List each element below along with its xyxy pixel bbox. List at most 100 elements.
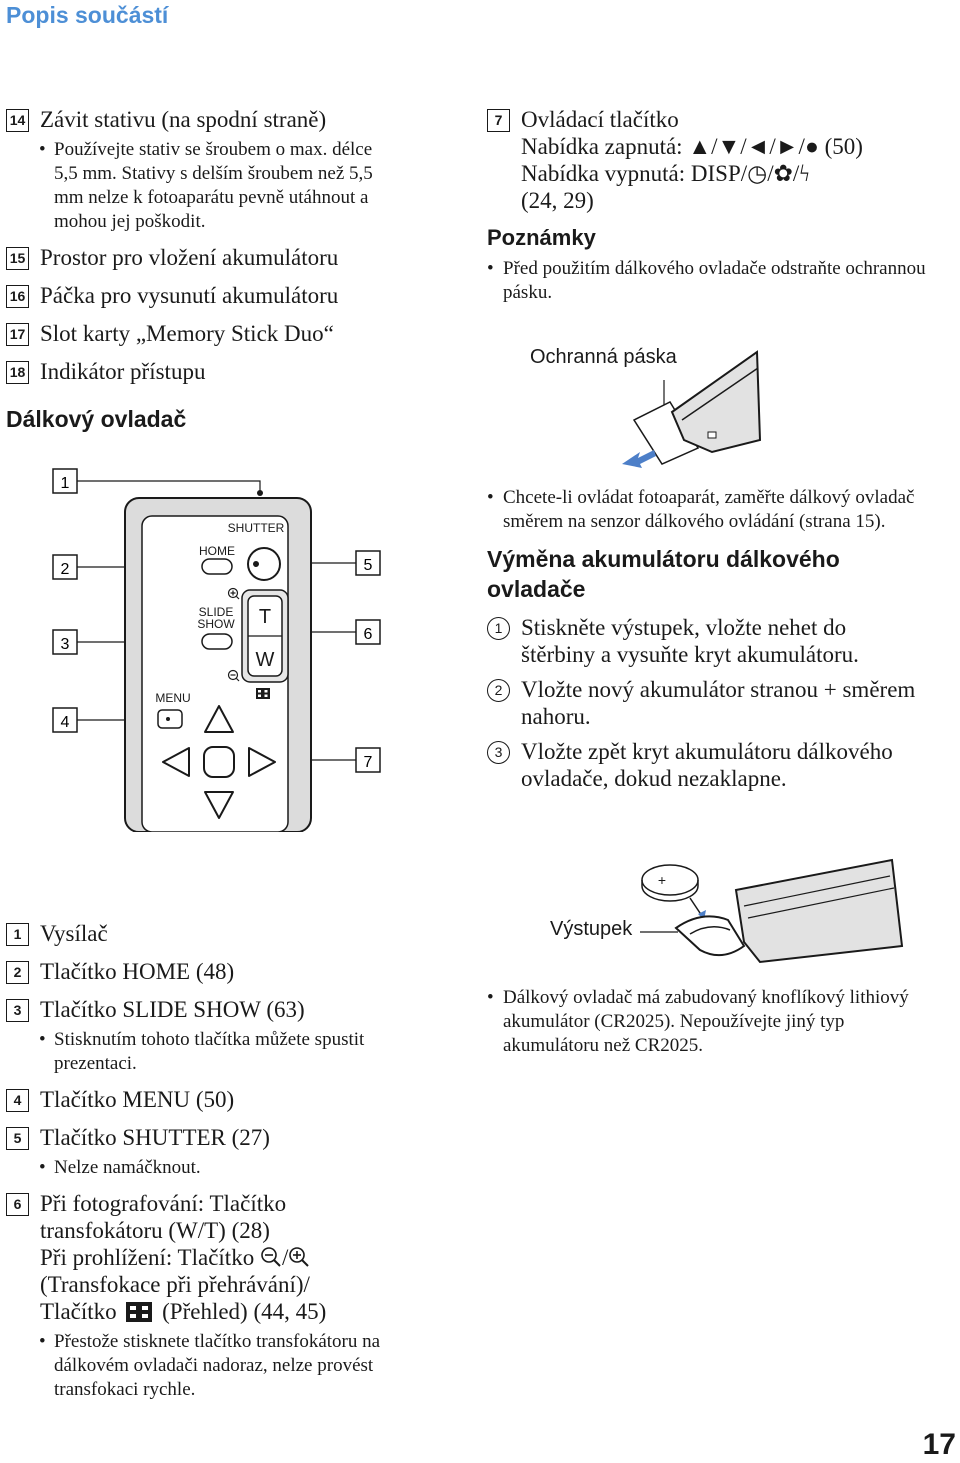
callout-number: 6	[6, 1193, 29, 1216]
tab-label: Výstupek	[550, 918, 633, 940]
home-button[interactable]	[201, 558, 233, 575]
callout-number: 2	[6, 961, 29, 984]
step-text: Stiskněte výstupek, vložte nehet do štěr…	[521, 615, 859, 667]
dpad-center-button[interactable]	[203, 746, 235, 778]
index-icon	[126, 1302, 153, 1322]
index-icon	[256, 688, 270, 699]
remote-parts-list: 1 Vysílač 2 Tlačítko HOME (48) 3 Tlačítk…	[6, 920, 446, 1412]
zoom-out-icon	[227, 669, 240, 682]
part-label: Tlačítko MENU (50)	[40, 1087, 235, 1112]
callout-3: 3	[52, 629, 78, 655]
part-item-17: 17 Slot karty „Memory Stick Duo“	[6, 320, 446, 347]
part-label: Závit stativu (na spodní straně)	[40, 107, 327, 132]
part-item-15: 15 Prostor pro vložení akumulátoru	[6, 244, 446, 271]
camera-parts-list: 14 Závit stativu (na spodní straně) Použ…	[6, 106, 446, 396]
note-remove-tape: Před použitím dálkového ovladače odstraň…	[487, 257, 927, 305]
svg-text:5: 5	[364, 557, 373, 574]
svg-text:W: W	[256, 649, 275, 671]
shutter-button[interactable]	[247, 547, 281, 581]
callout-number: 17	[6, 323, 29, 346]
callout-6: 6	[355, 619, 381, 645]
part-label: Indikátor přístupu	[40, 359, 206, 384]
svg-text:SHUTTER: SHUTTER	[228, 521, 285, 535]
zoom-in-icon	[289, 1247, 310, 1267]
control-button-label: Ovládací tlačítko	[521, 107, 679, 132]
notes-heading: Poznámky	[487, 225, 596, 250]
playback-zoom-desc: (Transfokace při přehrávání)/	[40, 1272, 310, 1297]
callout-5: 5	[355, 550, 381, 576]
callout-number: 1	[6, 923, 29, 946]
svg-text:SHOW: SHOW	[197, 617, 235, 631]
svg-text:MENU: MENU	[155, 691, 190, 705]
shutter-note: Nelze namáčknout.	[6, 1156, 446, 1180]
callout-number: 15	[6, 247, 29, 270]
part-item-18: 18 Indikátor přístupu	[6, 358, 446, 385]
note-aim-remote: Chcete-li ovládat fotoaparát, zaměřte dá…	[487, 486, 927, 534]
battery-heading-line2: ovladače	[487, 576, 586, 602]
page-title: Popis součástí	[6, 2, 169, 28]
battery-heading: Výměna akumulátoru dálkového ovladače	[487, 544, 927, 604]
remote-item-3: 3 Tlačítko SLIDE SHOW (63)	[6, 996, 446, 1023]
part-label: Tlačítko SHUTTER (27)	[40, 1125, 270, 1150]
svg-text:+: +	[658, 872, 666, 888]
svg-text:T: T	[259, 606, 271, 628]
menu-off-line: Nabídka vypnutá: DISP/◷/✿/ϟ	[521, 161, 810, 186]
step-text: Vložte nový akumulátor stranou + směrem …	[521, 677, 916, 729]
dpad-right-button[interactable]	[248, 747, 276, 777]
part-item-14: 14 Závit stativu (na spodní straně)	[6, 106, 446, 133]
remote-item-1: 1 Vysílač	[6, 920, 446, 947]
callout-number: 14	[6, 109, 29, 132]
tape-illustration	[622, 350, 762, 468]
menu-off-pages: (24, 29)	[521, 188, 594, 213]
menu-on-line: Nabídka zapnutá: ▲/▼/◄/►/● (50)	[521, 134, 863, 159]
callout-1: 1	[52, 468, 78, 494]
step-text: Vložte zpět kryt akumulátoru dálkového o…	[521, 739, 893, 791]
zoom-out-icon	[261, 1247, 281, 1267]
battery-note: Dálkový ovladač má zabudovaný knoflíkový…	[487, 986, 917, 1058]
battery-heading-line1: Výměna akumulátoru dálkového	[487, 546, 840, 572]
battery-illustration: +	[640, 858, 904, 964]
callout-7: 7	[355, 747, 381, 773]
right-column-top: 7 Ovládací tlačítko Nabídka zapnutá: ▲/▼…	[487, 106, 927, 315]
svg-text:1: 1	[61, 475, 70, 492]
zoom-in-icon	[227, 587, 240, 600]
control-button-item: 7 Ovládací tlačítko Nabídka zapnutá: ▲/▼…	[487, 106, 927, 214]
callout-number: 5	[6, 1127, 29, 1150]
dpad-up-button[interactable]	[204, 705, 234, 733]
part-label: Vysílač	[40, 921, 108, 946]
remote-section-title: Dálkový ovladač	[6, 406, 187, 432]
svg-text:HOME: HOME	[199, 544, 235, 558]
part-label: Tlačítko SLIDE SHOW (63)	[40, 997, 305, 1022]
slide-show-button[interactable]	[201, 633, 233, 650]
remote-item-4: 4 Tlačítko MENU (50)	[6, 1086, 446, 1113]
step-number: 2	[487, 679, 510, 702]
slide-show-note: Stisknutím tohoto tlačítka můžete spusti…	[6, 1028, 426, 1076]
part-label: Slot karty „Memory Stick Duo“	[40, 321, 334, 346]
callout-2: 2	[52, 554, 78, 580]
battery-step-1: 1 Stiskněte výstupek, vložte nehet do št…	[487, 614, 917, 668]
battery-step-3: 3 Vložte zpět kryt akumulátoru dálkového…	[487, 738, 917, 792]
right-column-middle: Chcete-li ovládat fotoaparát, zaměřte dá…	[487, 486, 927, 800]
callout-4: 4	[52, 707, 78, 733]
tripod-note: Používejte stativ se šroubem o max. délc…	[6, 138, 396, 234]
page-header: Popis součástí	[0, 0, 960, 64]
callout-number: 3	[6, 999, 29, 1022]
svg-text:SLIDE: SLIDE	[199, 605, 234, 619]
dpad-left-button[interactable]	[162, 747, 190, 777]
callout-number: 7	[487, 109, 510, 132]
remote-item-6: 6 Při fotografování: Tlačítko transfokát…	[6, 1190, 446, 1325]
remote-item-5: 5 Tlačítko SHUTTER (27)	[6, 1124, 446, 1151]
index-button-line: Tlačítko (Přehled) (44, 45)	[40, 1299, 327, 1324]
remote-item-2: 2 Tlačítko HOME (48)	[6, 958, 446, 985]
playback-zoom-line: Při prohlížení: Tlačítko /	[40, 1244, 446, 1271]
step-number: 3	[487, 741, 510, 764]
zoom-shooting-line: Při fotografování: Tlačítko	[40, 1191, 287, 1216]
svg-text:3: 3	[61, 636, 70, 653]
svg-text:7: 7	[364, 754, 373, 771]
remote-control-diagram: 1 2 3 4 5 6 7 SHUTTER HOME SLIDE SHOW	[52, 468, 381, 832]
zoom-note: Přestože stisknete tlačítko transfokátor…	[6, 1330, 426, 1402]
dpad-down-button[interactable]	[204, 791, 234, 819]
callout-number: 16	[6, 285, 29, 308]
svg-text:6: 6	[364, 626, 373, 643]
callout-number: 18	[6, 361, 29, 384]
